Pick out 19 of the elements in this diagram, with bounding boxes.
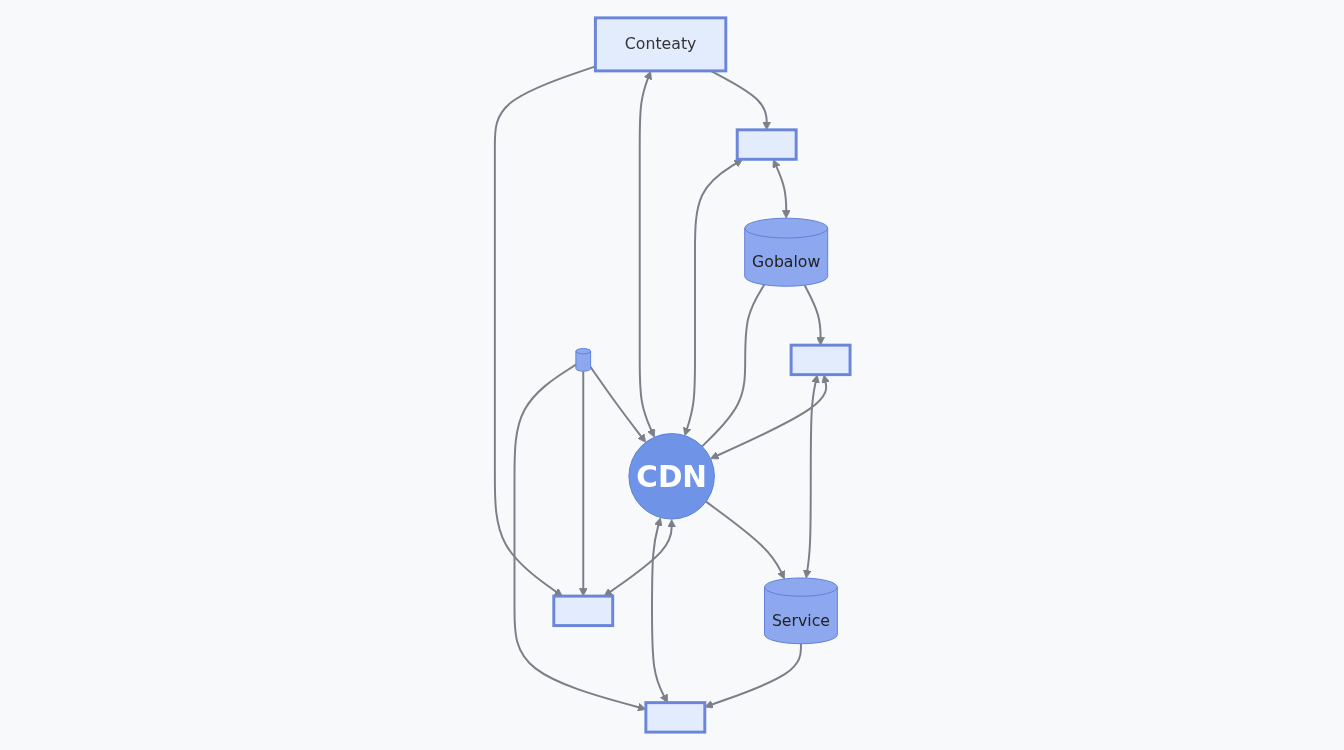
node-box: Conteaty xyxy=(593,16,727,73)
node-box xyxy=(551,594,614,628)
arrow xyxy=(709,374,830,460)
arrow xyxy=(578,370,588,597)
arrow xyxy=(589,366,646,443)
arrow xyxy=(682,159,743,437)
arrow xyxy=(603,519,676,597)
node-box xyxy=(789,343,852,377)
arrow xyxy=(704,500,785,580)
node-circle: CDN xyxy=(627,433,715,520)
connector xyxy=(700,283,765,448)
arrow xyxy=(638,70,655,438)
arrow xyxy=(803,284,825,346)
arrow xyxy=(513,363,646,712)
node-cylinder xyxy=(574,348,591,372)
arrow xyxy=(772,159,791,219)
arrow xyxy=(802,374,820,579)
node-box xyxy=(735,128,798,161)
node-box xyxy=(643,701,706,734)
